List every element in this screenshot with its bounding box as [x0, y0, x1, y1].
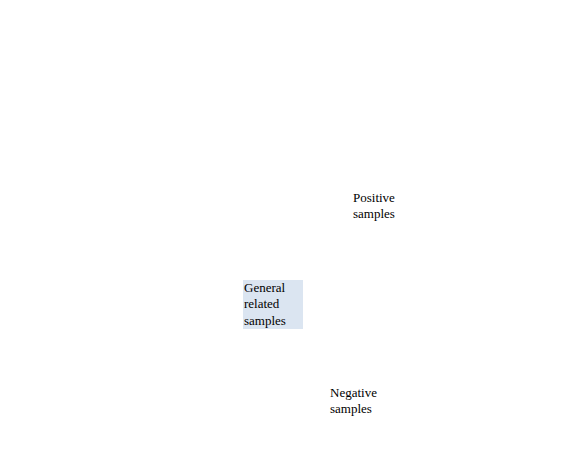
- sample-point: [469, 383, 481, 395]
- band-arrow: [205, 270, 245, 343]
- sample-point: [362, 122, 374, 134]
- z-axis: [16, 348, 182, 434]
- sketch-scribble: [241, 161, 267, 183]
- circle-shape: [154, 7, 516, 369]
- sketch-box: [217, 148, 289, 218]
- sample-point: [455, 174, 467, 186]
- axes: [16, 28, 578, 434]
- leader-line: [291, 180, 461, 187]
- region-label: Negative samples: [330, 385, 394, 418]
- jet-photo: [433, 390, 556, 462]
- query-point: [286, 182, 296, 192]
- balloon-photo: [465, 125, 538, 237]
- inner-circle: Positive samples: [201, 88, 431, 318]
- region-label: Positive samples: [352, 190, 416, 223]
- similarity-lines: [291, 128, 475, 389]
- circle-outline: [153, 6, 517, 370]
- leader-line: [291, 187, 475, 389]
- region-label: General related samples: [243, 280, 303, 329]
- leader-line: [291, 128, 368, 187]
- x-axis: [182, 347, 578, 348]
- outer-band: General related samples Positive samples: [153, 6, 517, 370]
- circle-shape: [202, 89, 430, 317]
- y-axis: [181, 28, 182, 348]
- moon-photo: [315, 55, 418, 123]
